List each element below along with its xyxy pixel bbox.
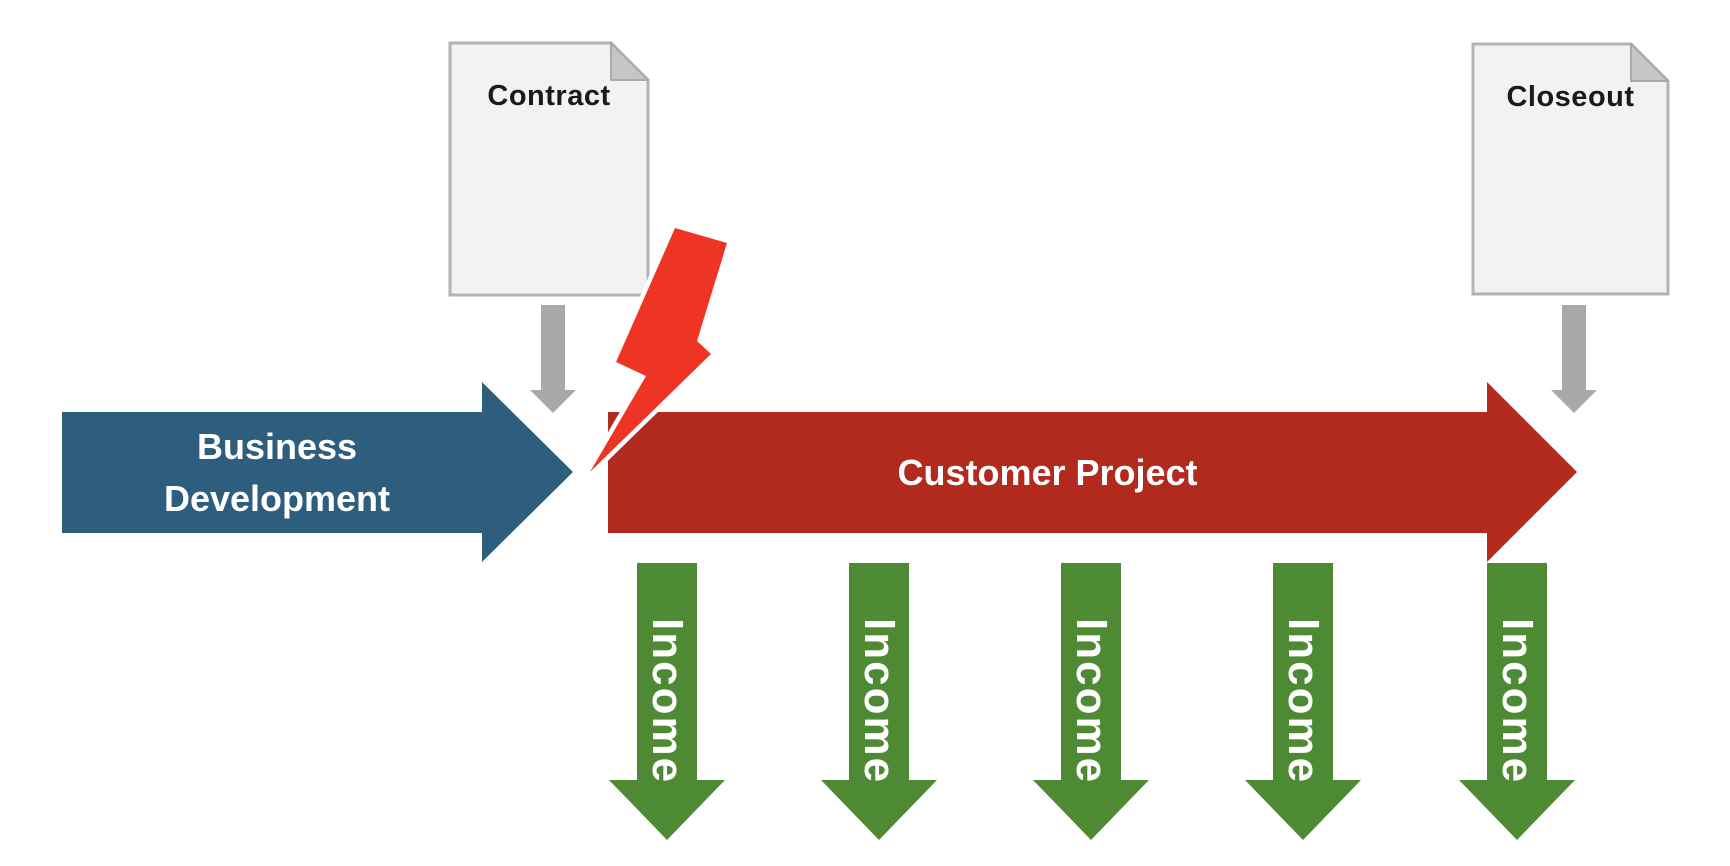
- contract-connector-arrow-icon: [530, 305, 576, 413]
- income-label-1: Income: [643, 618, 692, 785]
- closeout-label: Closeout: [1506, 81, 1635, 113]
- closeout-document: [1471, 42, 1670, 296]
- income-arrow-2: [821, 563, 937, 840]
- customer-project-text: Customer Project: [897, 451, 1198, 493]
- income-arrow-4: [1245, 563, 1361, 840]
- income-arrow-1: [609, 563, 725, 840]
- income-label-4: Income: [1279, 618, 1328, 785]
- income-label-3: Income: [1067, 618, 1116, 785]
- customer-project-arrow: [608, 382, 1577, 562]
- contract-document: [448, 41, 650, 297]
- closeout-document-fold-icon: [1630, 43, 1669, 82]
- income-label-2: Income: [855, 618, 904, 785]
- income-arrow-5: [1459, 563, 1575, 840]
- contract-label: Contract: [487, 80, 611, 112]
- contract-document-fold-icon: [610, 42, 649, 81]
- closeout-connector-arrow-icon: [1551, 305, 1597, 413]
- income-label-5: Income: [1493, 618, 1542, 785]
- customer-project-label: Customer Project: [608, 412, 1487, 533]
- lightning-bolt-icon: [585, 223, 732, 477]
- business-development-label: Business Development: [62, 412, 492, 533]
- business-development-arrow: [62, 382, 573, 562]
- income-arrow-3: [1033, 563, 1149, 840]
- business-development-text: Business Development: [163, 426, 391, 519]
